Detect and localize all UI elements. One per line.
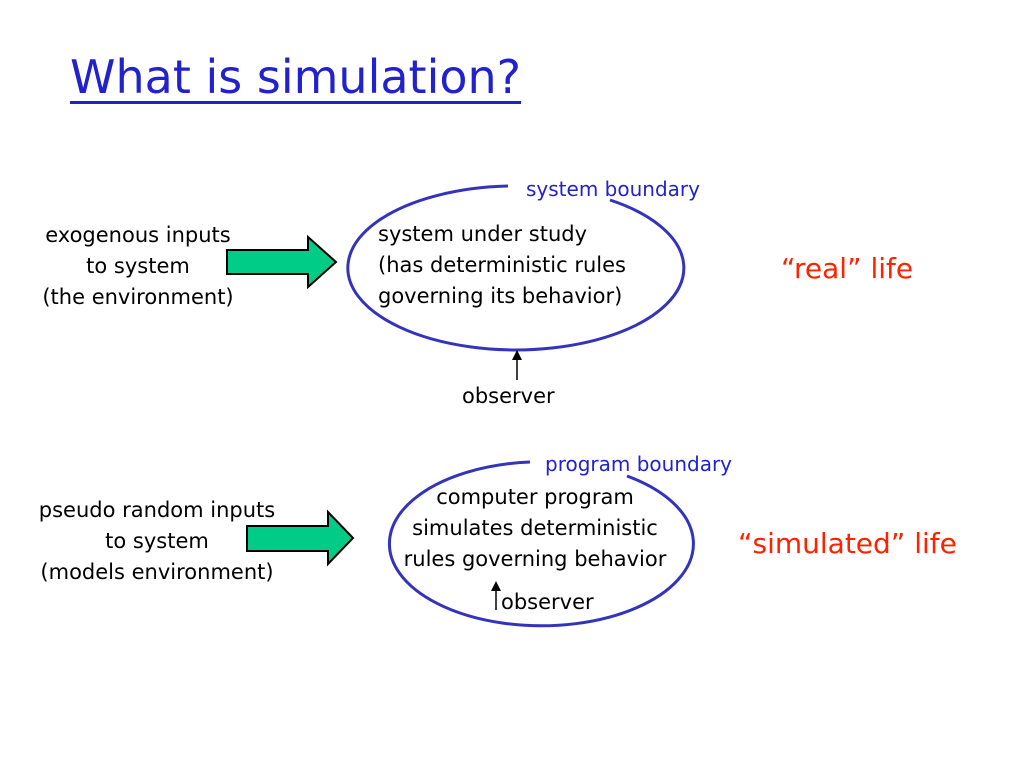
page-title: What is simulation? xyxy=(70,50,522,104)
input-arrow-bottom xyxy=(246,509,355,567)
real-inputs-text: exogenous inputs to system (the environm… xyxy=(18,220,258,313)
simulated-inputs-text: pseudo random inputs to system (models e… xyxy=(22,495,292,588)
system-under-study-text: system under study (has deterministic ru… xyxy=(378,219,626,312)
real-inputs-line: to system xyxy=(86,254,190,278)
simulated-life-label: “simulated” life xyxy=(738,527,957,560)
system-boundary-ellipse xyxy=(346,184,686,352)
real-inputs-line: (the environment) xyxy=(42,285,234,309)
input-arrow-top xyxy=(226,234,338,290)
real-life-label: “real” life xyxy=(781,252,914,285)
program-text-line: simulates deterministic xyxy=(412,516,658,540)
real-inputs-line: exogenous inputs xyxy=(45,223,231,247)
program-boundary-label: program boundary xyxy=(545,452,733,476)
observer-label-bottom: observer xyxy=(501,590,594,614)
system-text-line: governing its behavior) xyxy=(378,284,623,308)
program-text-line: computer program xyxy=(436,485,634,509)
system-text-line: (has deterministic rules xyxy=(378,253,626,277)
observer-label-top: observer xyxy=(462,384,555,408)
observer-arrow-top-head xyxy=(512,350,522,360)
program-boundary-ellipse xyxy=(387,460,695,628)
simulated-inputs-line: (models environment) xyxy=(40,560,274,584)
system-boundary-label: system boundary xyxy=(526,177,700,201)
simulated-inputs-line: pseudo random inputs xyxy=(38,498,276,522)
system-text-line: system under study xyxy=(378,222,588,246)
observer-arrow-bottom-head xyxy=(491,581,501,591)
computer-program-text: computer program simulates deterministic… xyxy=(380,482,690,575)
simulated-inputs-line: to system xyxy=(105,529,209,553)
program-text-line: rules governing behavior xyxy=(403,547,667,571)
